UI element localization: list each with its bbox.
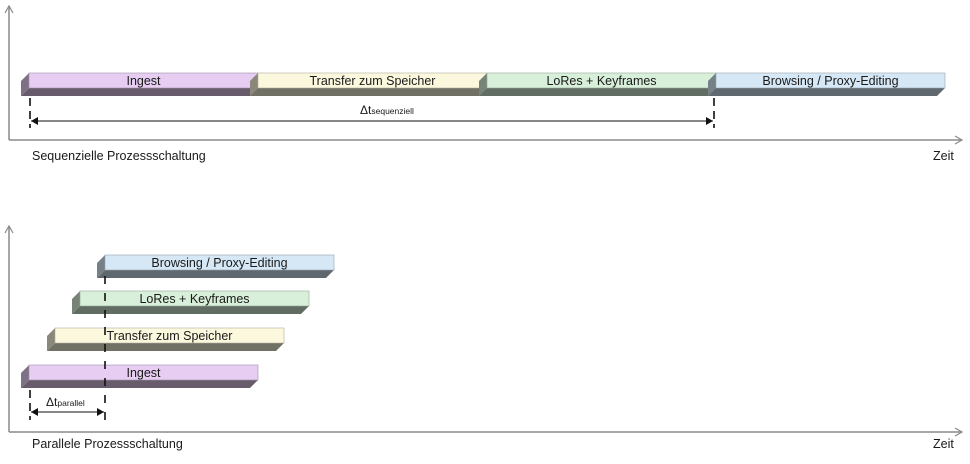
sequential-caption: Sequenzielle Prozessschaltung (32, 149, 206, 163)
sequential-time-label: Zeit (933, 149, 954, 163)
parallel-bar-label: Browsing / Proxy-Editing (151, 256, 287, 270)
sequential-bar-bottom (708, 88, 945, 96)
parallel-bar-label: Ingest (126, 366, 161, 380)
sequential-bar-ingest: Ingest (21, 72, 259, 96)
parallel-caption: Parallele Prozessschaltung (32, 437, 183, 451)
parallel-bar-bottom (97, 270, 334, 278)
sequential-bar-bottom (250, 88, 487, 96)
parallel-bar-label: Transfer zum Speicher (107, 329, 233, 343)
parallel-bar-side (47, 328, 55, 351)
parallel-bar-face (28, 364, 259, 381)
sequential-bar-side (479, 73, 487, 96)
sequential-bar-label: Browsing / Proxy-Editing (762, 74, 898, 88)
sequential-delta-label: Δtsequenziell (360, 103, 414, 117)
sequential-bar-bottom (479, 88, 716, 96)
parallel-bar-bottom (47, 343, 284, 351)
sequential-bar-label: LoRes + Keyframes (546, 74, 656, 88)
sequential-bar-bottom (21, 88, 258, 96)
parallel-bar-label: LoRes + Keyframes (139, 292, 249, 306)
parallel-bar-face (104, 254, 335, 271)
parallel-bar-browsing: Browsing / Proxy-Editing (97, 254, 335, 278)
parallel-delta-label: Δtparallel (46, 395, 85, 409)
parallel-bar-bottom (72, 306, 309, 314)
sequential-bar-lores: LoRes + Keyframes (479, 72, 717, 96)
sequential-bars: Ingest Transfer zum Speicher LoRes + Keyfr… (21, 72, 946, 96)
parallel-bar-transfer: Transfer zum Speicher (47, 327, 285, 351)
sequential-bar-label: Transfer zum Speicher (310, 74, 436, 88)
sequential-bar-side (708, 73, 716, 96)
sequential-bar-side (250, 73, 258, 96)
parallel-bar-side (72, 291, 80, 314)
parallel-bar-face (79, 290, 310, 307)
parallel-bar-bottom (21, 380, 258, 388)
parallel-bar-lores: LoRes + Keyframes (72, 290, 310, 314)
parallel-time-label: Zeit (933, 437, 954, 451)
sequential-bar-side (21, 73, 29, 96)
sequential-bar-browsing: Browsing / Proxy-Editing (708, 72, 946, 96)
parallel-bar-side (21, 365, 29, 388)
parallel-bar-face (54, 327, 285, 344)
sequential-bar-face (715, 72, 946, 89)
sequential-bar-label: Ingest (126, 74, 161, 88)
sequential-bar-transfer: Transfer zum Speicher (250, 72, 488, 96)
parallel-bar-side (97, 255, 105, 278)
sequential-section: Ingest Transfer zum Speicher LoRes + Keyfr… (4, 4, 964, 163)
parallel-bar-ingest: Ingest (21, 364, 259, 388)
